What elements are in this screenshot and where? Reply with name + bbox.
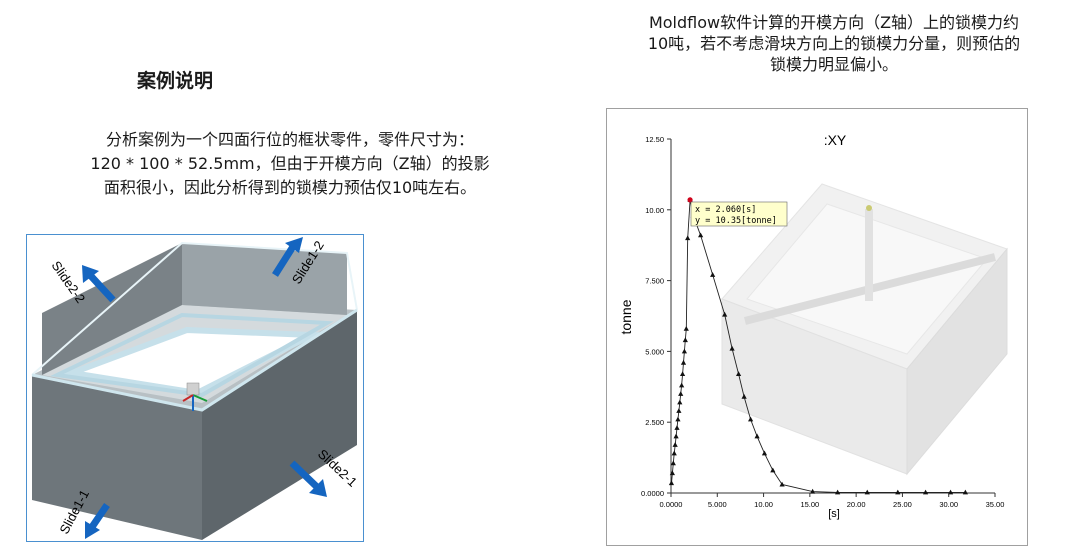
x-tick-label: 5.000 — [708, 500, 727, 509]
y-tick-label: 12.50 — [645, 135, 664, 144]
moldflow-note: Moldflow软件计算的开模方向（Z轴）上的锁模力约 10吨，若不考虑滑块方向… — [598, 12, 1070, 75]
data-point[interactable] — [741, 393, 747, 399]
part-floor-opening — [60, 326, 324, 397]
data-point[interactable] — [729, 345, 735, 351]
data-point[interactable] — [947, 489, 954, 495]
data-point[interactable] — [675, 416, 681, 422]
note-line-2: 10吨，若不考虑滑块方向上的锁模力分量，则预估的 — [647, 34, 1021, 53]
data-point[interactable] — [679, 382, 685, 388]
x-tick-label: 10.00 — [754, 500, 773, 509]
data-point[interactable] — [671, 450, 677, 456]
data-point[interactable] — [735, 371, 742, 377]
data-point[interactable] — [779, 481, 785, 487]
x-tick-label: 15.00 — [800, 500, 819, 509]
clamp-force-chart: 0.0000 5.000 10.00 15.00 20.00 25.00 30.00 35.0… — [618, 132, 1008, 520]
description-line-2: 120 * 100 * 52.5mm，但由于开模方向（Z轴）的投影 — [90, 154, 490, 173]
data-point[interactable] — [668, 480, 675, 486]
x-tick-label: 30.00 — [939, 500, 958, 509]
data-point[interactable] — [674, 425, 680, 430]
slide1-1-arrow — [85, 503, 110, 539]
clamp-force-chart-panel: 0.0000 5.000 10.00 15.00 20.00 25.00 30.00 35.0… — [606, 108, 1028, 546]
data-point[interactable] — [677, 399, 683, 405]
tooltip-x-value: x = 2.060[s] — [695, 205, 756, 215]
description-line-1: 分析案例为一个四面行位的框状零件，零件尺寸为： — [105, 130, 474, 149]
data-point[interactable] — [835, 489, 841, 495]
note-line-3: 锁模力明显偏小。 — [769, 55, 898, 74]
chart-xlabel: [s] — [828, 508, 840, 520]
x-tick-label: 25.00 — [893, 500, 912, 509]
data-point[interactable] — [810, 488, 816, 494]
data-point[interactable] — [683, 325, 689, 331]
x-tick-label: 20.00 — [847, 500, 866, 509]
description-line-3: 面积很小，因此分析得到的锁模力预估仅10吨左右。 — [103, 178, 477, 197]
case-description: 分析案例为一个四面行位的框状零件，零件尺寸为： 120 * 100 * 52.5… — [40, 128, 540, 200]
data-point[interactable] — [761, 450, 768, 456]
data-point[interactable] — [698, 232, 704, 238]
chart-title: :XY — [824, 132, 847, 148]
data-point[interactable] — [670, 460, 676, 466]
y-tick-label: 0.0000 — [641, 489, 664, 498]
data-point[interactable] — [680, 359, 687, 365]
y-tick-label: 7.500 — [645, 277, 664, 286]
part-model-illustration: Slide1-2 Slide2-2 Slide2-1 Slide1-1 — [31, 237, 360, 540]
data-point[interactable] — [754, 433, 760, 439]
data-point[interactable] — [682, 337, 688, 343]
data-point[interactable] — [922, 489, 929, 495]
data-point[interactable] — [770, 467, 776, 473]
part-outer-face-left — [32, 375, 202, 540]
tooltip-y-value: y = 10.35[tonne] — [695, 216, 777, 226]
part-inner-wall-back-left — [42, 243, 182, 375]
data-point[interactable] — [678, 391, 684, 396]
data-point[interactable] — [685, 235, 691, 241]
data-point[interactable] — [722, 311, 728, 317]
slide2-2-arrow — [82, 265, 116, 303]
chart-ylabel: tonne — [618, 299, 634, 334]
part-outer-face-right — [202, 310, 357, 540]
selected-point-marker[interactable] — [687, 197, 693, 203]
coordinate-triad-icon — [182, 382, 208, 411]
part-ghost-illustration — [721, 183, 1008, 476]
slide1-2-arrow — [272, 237, 303, 277]
y-tick-label: 10.00 — [645, 206, 664, 215]
data-point[interactable] — [962, 489, 968, 495]
slide2-1-arrow — [289, 460, 327, 497]
data-point[interactable] — [669, 470, 675, 476]
data-point[interactable] — [710, 272, 716, 277]
data-point[interactable] — [895, 489, 901, 495]
data-point[interactable] — [672, 442, 678, 447]
data-point[interactable] — [679, 371, 686, 377]
data-point[interactable] — [864, 489, 870, 495]
data-point[interactable] — [673, 433, 679, 439]
case-title: 案例说明 — [136, 70, 213, 92]
x-tick-label: 35.00 — [986, 500, 1005, 509]
data-tooltip: x = 2.060[s] y = 10.35[tonne] — [690, 201, 788, 227]
data-point[interactable] — [681, 348, 688, 354]
data-point[interactable] — [676, 408, 682, 413]
y-tick-label: 5.000 — [645, 347, 664, 356]
y-tick-label: 2.500 — [645, 418, 664, 427]
part-inner-wall-back-right — [182, 243, 347, 315]
part-model-panel: Slide1-2 Slide2-2 Slide2-1 Slide1-1 — [26, 234, 364, 542]
x-tick-label: 0.0000 — [660, 500, 683, 509]
note-line-1: Moldflow软件计算的开模方向（Z轴）上的锁模力约 — [648, 13, 1020, 32]
data-point[interactable] — [748, 416, 754, 422]
